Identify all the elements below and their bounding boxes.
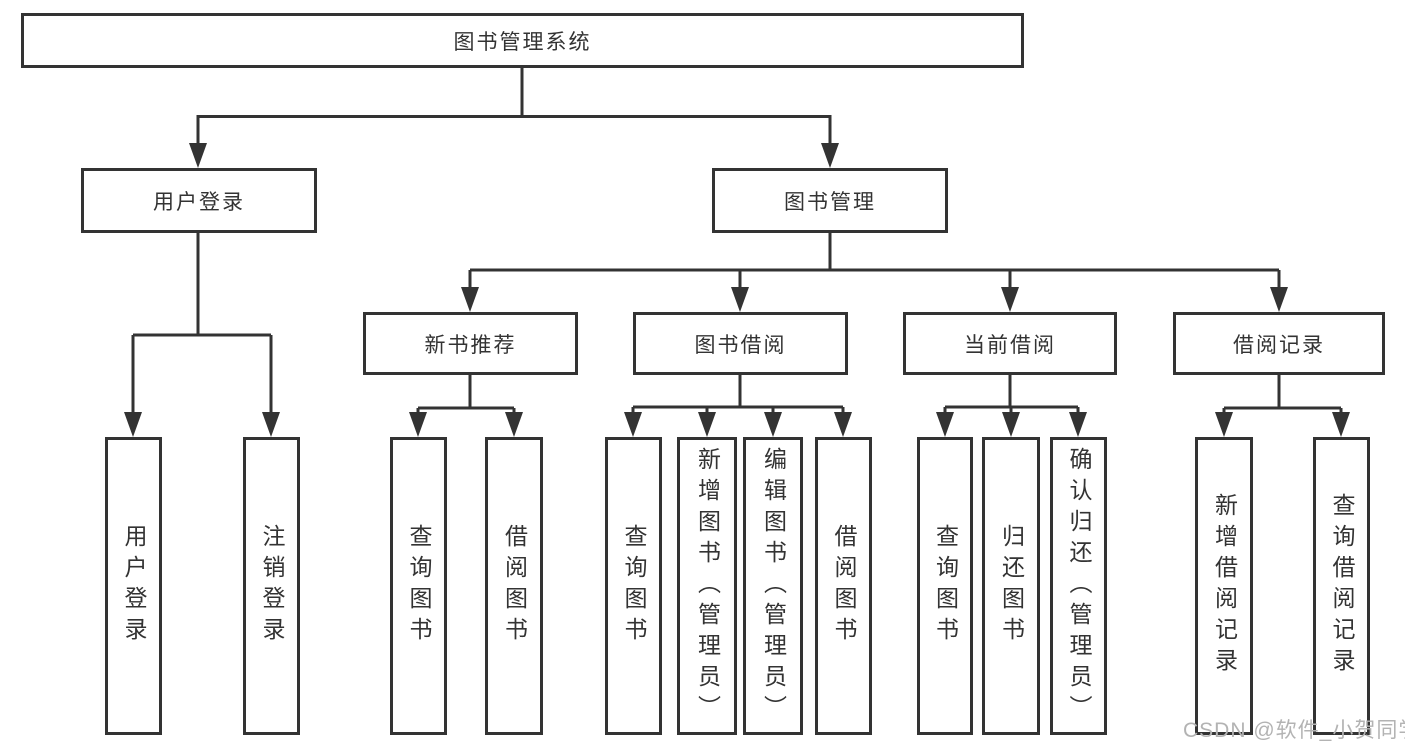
arrow-down-icon [1332,412,1350,437]
arrow-down-icon [624,412,642,437]
leaf-add-book-admin: 新增图书（管理员） [677,437,737,735]
node-book-borrowing: 图书借阅 [633,312,848,375]
arrow-down-icon [821,143,839,168]
watermark: CSDN @软件_小贺同学 [1183,719,1405,742]
leaf-edit-book-admin: 编辑图书（管理员） [743,437,803,735]
connector-book-borrowing-branch [631,375,845,419]
arrow-down-icon [936,412,954,437]
leaf-query-books-current: 查询图书 [917,437,973,735]
connector-book-management-branch [468,233,1281,294]
leaf-confirm-return-admin: 确认归还（管理员） [1050,437,1107,735]
arrow-down-icons [124,143,1350,437]
arrow-down-icon [698,412,716,437]
node-new-book-recommendation: 新书推荐 [363,312,578,375]
arrow-down-icon [461,287,479,312]
connector-new-book-branch [416,375,516,419]
arrow-down-icon [505,412,523,437]
leaf-logout: 注销登录 [243,437,300,735]
leaf-add-borrow-record: 新增借阅记录 [1195,437,1253,735]
leaf-query-books-borrowing: 查询图书 [605,437,662,735]
leaf-borrow-books-recommend: 借阅图书 [485,437,543,735]
arrow-down-icon [124,412,142,437]
node-borrowing-records: 借阅记录 [1173,312,1385,375]
leaf-return-book: 归还图书 [982,437,1040,735]
leaf-query-borrow-record: 查询借阅记录 [1313,437,1370,735]
leaf-borrow-books-borrowing: 借阅图书 [815,437,872,735]
node-user-login: 用户登录 [81,168,317,233]
arrow-down-icon [262,412,280,437]
arrow-down-icon [731,287,749,312]
leaf-query-books-recommend: 查询图书 [390,437,447,735]
arrow-down-icon [1270,287,1288,312]
node-library-management-system: 图书管理系统 [21,13,1024,68]
arrow-down-icon [1069,412,1087,437]
connector-user-login-branch [131,233,273,419]
arrow-down-icon [189,143,207,168]
node-book-management: 图书管理 [712,168,948,233]
connector-root-branch [196,68,832,150]
leaf-user-login: 用户登录 [105,437,162,735]
arrow-down-icon [1002,412,1020,437]
arrow-down-icon [764,412,782,437]
arrow-down-icon [834,412,852,437]
connector-borrow-records-branch [1222,375,1343,419]
node-current-borrowing: 当前借阅 [903,312,1117,375]
arrow-down-icon [1215,412,1233,437]
arrow-down-icon [409,412,427,437]
arrow-down-icon [1001,287,1019,312]
